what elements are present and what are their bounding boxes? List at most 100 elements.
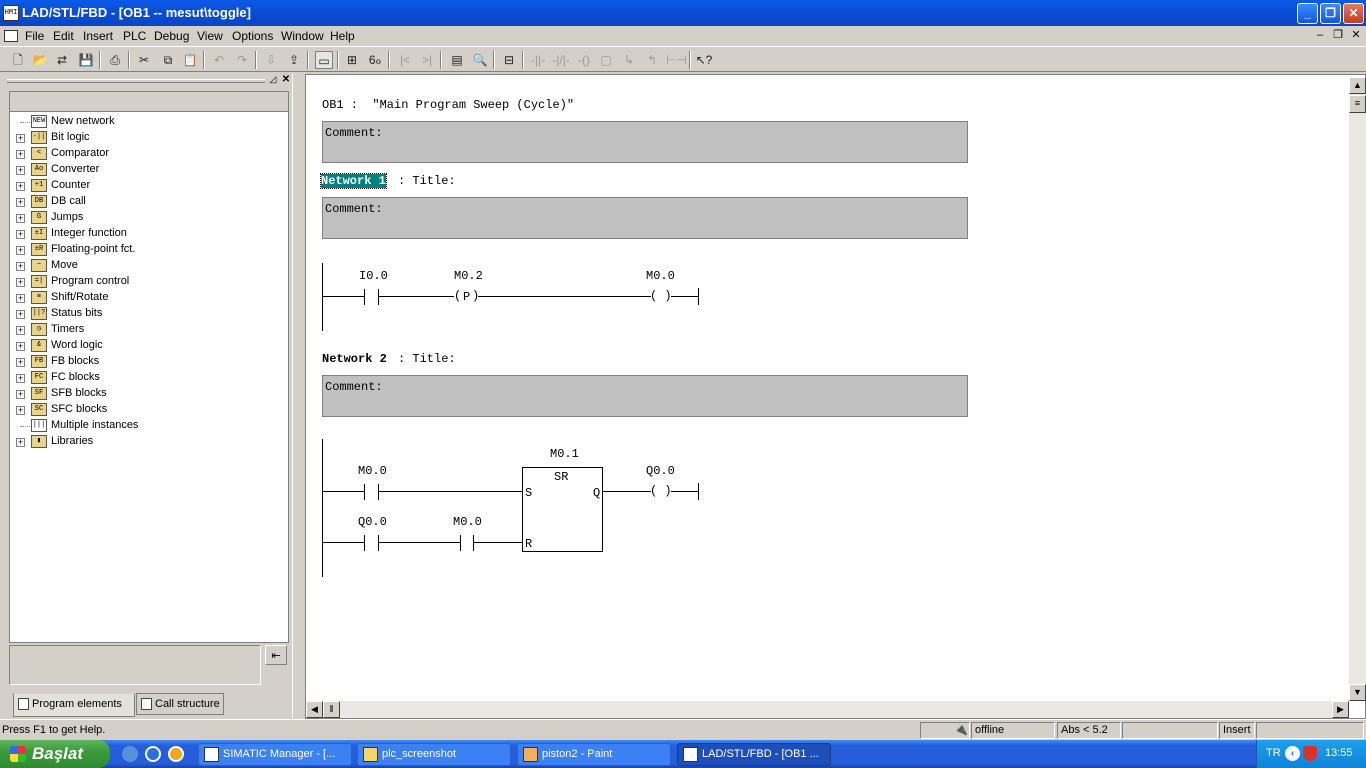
edge-p-element[interactable] <box>451 287 481 307</box>
undo-icon[interactable]: ↶ <box>213 53 225 67</box>
pane-close-icon[interactable]: ✕ <box>281 74 291 85</box>
scroll-up-icon[interactable]: ▲ <box>1349 77 1366 94</box>
tree-item[interactable]: +◷Timers <box>10 322 288 338</box>
connection-icon[interactable]: ⊢⊣ <box>666 53 687 67</box>
expand-plus-icon[interactable]: + <box>16 229 25 239</box>
tree-item[interactable]: +<Comparator <box>10 146 288 162</box>
document-menu-icon[interactable] <box>4 30 18 42</box>
start-button[interactable]: Başlat <box>0 740 110 768</box>
task-simatic-manager[interactable]: SIMATIC Manager - [... <box>198 743 352 766</box>
expand-plus-icon[interactable]: + <box>16 213 25 223</box>
expand-plus-icon[interactable]: + <box>16 149 25 159</box>
expand-plus-icon[interactable]: + <box>16 261 25 271</box>
normally-open-contact-icon[interactable]: -||- <box>530 53 546 67</box>
expand-plus-icon[interactable]: + <box>16 197 25 207</box>
new-file-icon[interactable]: 🗋 <box>13 53 23 67</box>
cut-icon[interactable]: ✂ <box>138 53 150 67</box>
copy-icon[interactable]: ⧉ <box>163 53 173 67</box>
tab-call-structure[interactable]: Call structure <box>136 693 224 715</box>
new-network-toolbar-icon[interactable]: ⊟ <box>503 53 515 67</box>
details-icon[interactable]: 🔍 <box>472 53 488 67</box>
print-icon[interactable]: ⎙ <box>110 53 120 67</box>
scroll-thumb[interactable]: ≡ <box>1349 95 1366 113</box>
menu-debug[interactable]: Debug <box>154 29 190 43</box>
overviews-icon[interactable]: ▤ <box>451 53 463 67</box>
expand-plus-icon[interactable]: + <box>16 293 25 303</box>
network-1-title[interactable]: : Title: <box>398 174 456 188</box>
scroll-down-icon[interactable]: ▼ <box>1349 684 1366 701</box>
paste-icon[interactable]: 📋 <box>182 53 198 67</box>
quicklaunch-browser-icon[interactable] <box>122 746 138 762</box>
coil-icon[interactable]: -() <box>578 53 590 67</box>
expand-plus-icon[interactable]: + <box>16 277 25 287</box>
expand-plus-icon[interactable]: + <box>16 373 25 383</box>
language-indicator[interactable]: TR <box>1266 747 1281 759</box>
help-pointer-icon[interactable]: ↖? <box>695 53 713 67</box>
security-shield-icon[interactable] <box>1303 746 1317 761</box>
menu-view[interactable]: View <box>197 29 223 43</box>
hscroll-thumb[interactable]: ⦀ <box>323 701 340 718</box>
mdi-restore-button[interactable]: ❐ <box>1333 29 1343 41</box>
expand-plus-icon[interactable]: + <box>16 357 25 367</box>
normally-closed-contact-icon[interactable]: -|/|- <box>552 53 570 67</box>
ladder-editor[interactable]: OB1 : "Main Program Sweep (Cycle)" Comme… <box>305 74 1366 719</box>
expand-plus-icon[interactable]: + <box>16 341 25 351</box>
close-branch-icon[interactable]: ↰ <box>646 53 658 67</box>
tree-item[interactable]: +-||Bit logic <box>10 130 288 146</box>
contact-q0-0[interactable] <box>356 533 386 553</box>
menu-plc[interactable]: PLC <box>123 29 147 43</box>
task-paint[interactable]: piston2 - Paint <box>517 743 671 766</box>
expand-plus-icon[interactable]: + <box>16 245 25 255</box>
tree-item[interactable]: +&Word logic <box>10 338 288 354</box>
pane-splitter[interactable] <box>292 74 305 718</box>
tree-item[interactable]: +~Move <box>10 258 288 274</box>
load-from-plc-icon[interactable]: ⇩ <box>265 53 277 67</box>
tray-expand-icon[interactable]: ‹ <box>1285 746 1300 761</box>
tab-program-elements[interactable]: Program elements <box>13 693 135 717</box>
network-2-title[interactable]: : Title: <box>398 352 456 366</box>
info-toggle-icon[interactable]: ⇤ <box>265 645 287 665</box>
network-1-comment-box[interactable]: Comment: <box>322 197 968 239</box>
pane-grip[interactable] <box>7 79 265 83</box>
previous-error-icon[interactable]: |< <box>399 53 411 67</box>
tree-item[interactable]: |||Multiple instances <box>10 418 288 434</box>
network-view-icon[interactable]: ⊞ <box>346 53 358 67</box>
expand-plus-icon[interactable]: + <box>16 181 25 191</box>
open-folder-icon[interactable]: 📂 <box>32 53 48 67</box>
maximize-button[interactable]: ❐ <box>1320 3 1341 24</box>
mdi-close-button[interactable]: ✕ <box>1351 29 1361 41</box>
next-error-icon[interactable]: >| <box>421 53 433 67</box>
tree-item[interactable]: +=|Program control <box>10 274 288 290</box>
contact-m0-0[interactable] <box>356 482 386 502</box>
expand-plus-icon[interactable]: + <box>16 165 25 175</box>
minimize-button[interactable]: _ <box>1297 3 1318 24</box>
menu-file[interactable]: File <box>25 29 45 43</box>
app-icon[interactable]: HMI <box>3 5 19 21</box>
tree-item[interactable]: +▮Libraries <box>10 434 288 450</box>
coil-q0-0[interactable] <box>646 482 676 502</box>
network-1-label[interactable]: Network 1 <box>320 173 387 189</box>
block-comment-box[interactable]: Comment: <box>322 121 968 163</box>
expand-plus-icon[interactable]: + <box>16 405 25 415</box>
accessible-nodes-icon[interactable]: ⇄ <box>56 53 68 67</box>
expand-plus-icon[interactable]: + <box>16 133 25 143</box>
coil-m0-0[interactable] <box>646 287 676 307</box>
menu-edit[interactable]: Edit <box>53 29 74 43</box>
download-to-plc-icon[interactable]: ⇪ <box>288 53 300 67</box>
task-plc-screenshot[interactable]: plc_screenshot <box>357 743 511 766</box>
quicklaunch-ie-icon[interactable] <box>145 746 161 762</box>
expand-plus-icon[interactable]: + <box>16 325 25 335</box>
save-icon[interactable]: 💾 <box>78 53 94 67</box>
expand-plus-icon[interactable]: + <box>16 437 25 447</box>
mdi-minimize-button[interactable]: – <box>1316 29 1324 41</box>
sr-flipflop-block[interactable]: SR S R Q <box>522 467 603 552</box>
tree-item[interactable]: +≡Shift/Rotate <box>10 290 288 306</box>
monitor-icon[interactable]: 6ℴ <box>368 53 382 67</box>
